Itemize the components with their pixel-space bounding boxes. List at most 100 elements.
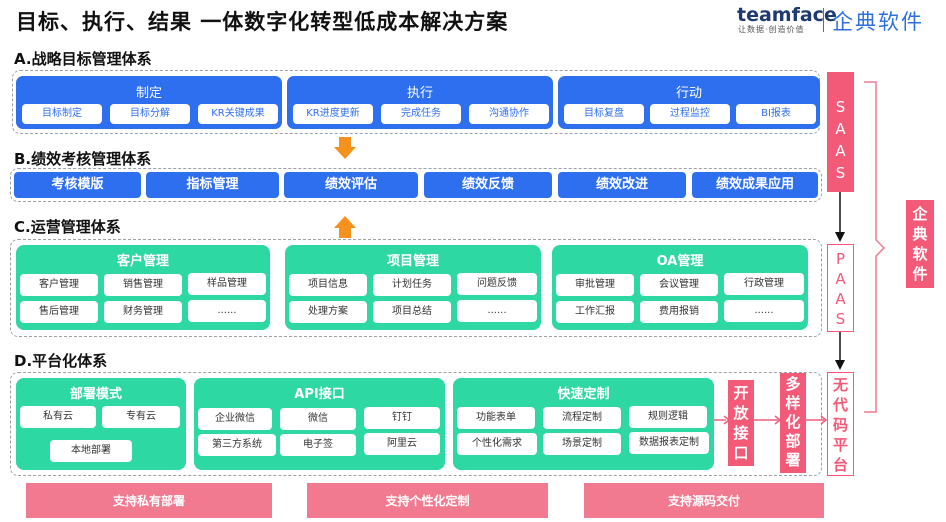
strategy-item[interactable]: 完成任务 (381, 104, 461, 124)
nocode-platform-block: 无 代 码 平 台 (827, 372, 854, 476)
logo-slogan: 让数据·创造价值 (738, 25, 805, 34)
operations-item[interactable]: 费用报销 (640, 301, 718, 323)
strategy-card-execute: 执行 KR进度更新 完成任务 沟通协作 (287, 76, 553, 129)
strategy-item[interactable]: 过程监控 (650, 104, 730, 124)
strategy-card-header: 行动 (675, 86, 702, 101)
performance-item[interactable]: 绩效评估 (284, 172, 418, 198)
operations-card-project: 项目管理 项目信息 计划任务 问题反馈 处理方案 项目总结 ...... (285, 245, 541, 330)
strategy-item[interactable]: KR关键成果 (198, 104, 278, 124)
operations-item[interactable]: 样品管理 (188, 273, 266, 295)
nocode-char: 码 (832, 416, 848, 434)
operations-item[interactable]: 计划任务 (373, 274, 451, 296)
operations-item[interactable]: 处理方案 (289, 301, 367, 323)
operations-item[interactable]: 审批管理 (556, 274, 634, 296)
operations-item[interactable]: 项目信息 (289, 274, 367, 296)
multi-deploy-char: 样 (785, 394, 801, 412)
paas-block: P A A S (827, 244, 854, 332)
brand-char: 典 (912, 225, 928, 243)
platform-item[interactable]: 第三方系统 (198, 434, 276, 456)
operations-item[interactable]: 工作汇报 (556, 301, 634, 323)
section-b-title: B.绩效考核管理体系 (14, 150, 152, 168)
platform-card-header: 部署模式 (69, 387, 122, 402)
bottom-feature: 支持源码交付 (584, 483, 824, 518)
operations-item[interactable]: 销售管理 (104, 274, 182, 296)
arrow-down-icon (835, 192, 845, 242)
platform-item[interactable]: 个性化需求 (457, 433, 537, 455)
operations-item[interactable]: 行政管理 (724, 273, 804, 295)
strategy-card-header: 执行 (406, 86, 433, 101)
performance-item[interactable]: 考核模版 (14, 172, 141, 198)
bottom-feature: 支持个性化定制 (307, 483, 548, 518)
section-d-title: D.平台化体系 (14, 352, 108, 370)
open-interface-char: 接 (733, 424, 749, 442)
nocode-char: 代 (832, 396, 848, 414)
brand-block: 企 典 软 件 (906, 200, 934, 288)
paas-char: A (835, 290, 846, 308)
platform-item[interactable]: 规则逻辑 (629, 406, 707, 428)
nocode-char: 无 (832, 376, 848, 394)
platform-card-deploy: 部署模式 私有云 专有云 本地部署 (16, 378, 186, 470)
saas-char: S (835, 164, 846, 182)
operations-item[interactable]: 会议管理 (640, 274, 718, 296)
platform-item[interactable]: 本地部署 (50, 440, 132, 462)
strategy-item[interactable]: BI报表 (736, 104, 816, 124)
saas-char: A (835, 142, 846, 160)
platform-item[interactable]: 电子签 (280, 434, 356, 456)
platform-item[interactable]: 数据报表定制 (629, 432, 709, 454)
multi-deploy-char: 多 (785, 375, 801, 393)
operations-item[interactable]: 项目总结 (373, 301, 451, 323)
platform-card-custom: 快速定制 功能表单 流程定制 规则逻辑 个性化需求 场景定制 数据报表定制 (453, 378, 714, 470)
strategy-item[interactable]: 目标制定 (22, 104, 102, 124)
operations-item[interactable]: ...... (188, 300, 266, 322)
platform-item[interactable]: 功能表单 (457, 407, 535, 429)
nocode-char: 平 (832, 436, 848, 454)
section-b-frame (10, 168, 822, 202)
operations-item[interactable]: 客户管理 (20, 274, 98, 296)
operations-item[interactable]: 问题反馈 (457, 273, 537, 295)
arrow-down-icon (334, 137, 356, 159)
nocode-char: 台 (832, 456, 848, 474)
bottom-feature: 支持私有部署 (26, 483, 272, 518)
logo-text: teamface (737, 4, 837, 26)
multi-deploy-char: 部 (785, 432, 801, 450)
saas-char: S (835, 98, 846, 116)
platform-item[interactable]: 微信 (280, 408, 356, 430)
platform-card-header: API接口 (294, 387, 345, 402)
performance-item[interactable]: 绩效成果应用 (692, 172, 818, 198)
brand-char: 软 (912, 245, 928, 263)
platform-item[interactable]: 场景定制 (543, 433, 621, 455)
operations-card-header: OA管理 (656, 254, 704, 269)
logo-brand: 企典软件 (832, 10, 924, 34)
platform-item[interactable]: 私有云 (20, 406, 96, 428)
strategy-item[interactable]: KR进度更新 (293, 104, 373, 124)
performance-item[interactable]: 绩效反馈 (424, 172, 552, 198)
section-c-frame (10, 239, 822, 337)
open-interface-block: 开 放 接 口 (728, 380, 754, 466)
strategy-item[interactable]: 目标分解 (110, 104, 190, 124)
operations-item[interactable]: ...... (724, 300, 804, 322)
page-title: 目标、执行、结果 一体数字化转型低成本解决方案 (16, 10, 509, 34)
saas-block: S A A S (827, 72, 854, 192)
brace-icon (864, 81, 886, 413)
platform-item[interactable]: 流程定制 (543, 407, 621, 429)
multi-deploy-char: 化 (785, 413, 801, 431)
open-interface-char: 放 (733, 404, 749, 422)
platform-item[interactable]: 企业微信 (198, 408, 272, 430)
platform-item[interactable]: 专有云 (102, 406, 180, 428)
operations-item[interactable]: ...... (457, 300, 537, 322)
brand-char: 件 (912, 265, 928, 283)
performance-item[interactable]: 指标管理 (146, 172, 279, 198)
performance-item[interactable]: 绩效改进 (558, 172, 686, 198)
arrow-down-icon (835, 332, 845, 370)
platform-item[interactable]: 阿里云 (364, 433, 440, 455)
operations-item[interactable]: 财务管理 (104, 301, 182, 323)
strategy-item[interactable]: 目标复盘 (564, 104, 644, 124)
operations-item[interactable]: 售后管理 (20, 301, 98, 323)
strategy-item[interactable]: 沟通协作 (469, 104, 549, 124)
multi-deploy-block: 多 样 化 部 署 (780, 373, 806, 473)
section-c-title: C.运营管理体系 (14, 218, 121, 236)
platform-item[interactable]: 钉钉 (364, 407, 440, 429)
arrow-up-icon (334, 216, 356, 238)
open-interface-char: 口 (733, 444, 749, 462)
operations-card-customer: 客户管理 客户管理 销售管理 样品管理 售后管理 财务管理 ...... (16, 245, 270, 330)
